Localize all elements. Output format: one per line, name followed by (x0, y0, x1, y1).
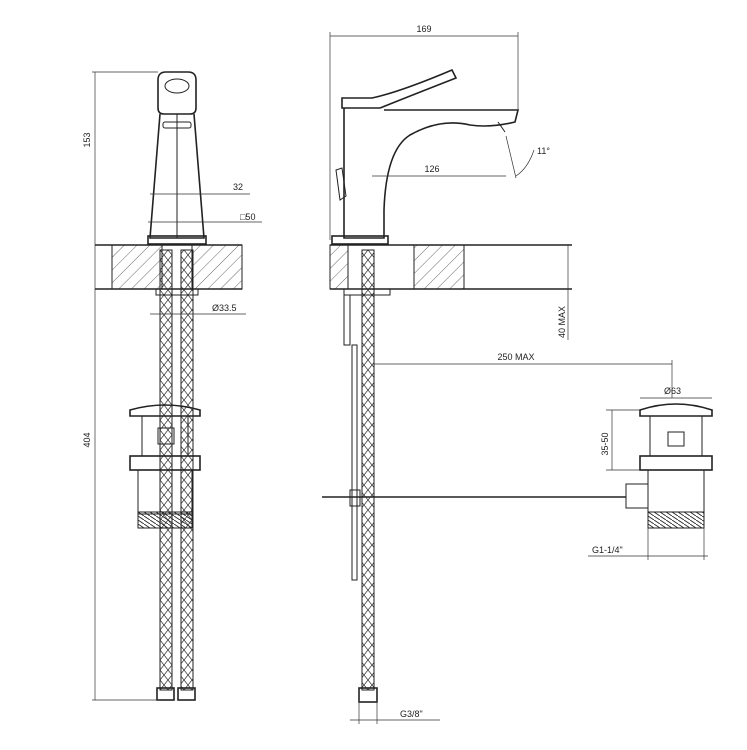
dim-33-5: Ø33.5 (150, 303, 246, 315)
hose-fitting-left (156, 687, 175, 701)
dim-250-max-label: 250 MAX (497, 352, 534, 362)
side-view: 169 126 11° 40 MAX 250 MAX Ø63 35- (322, 24, 713, 724)
deck-section-right-b (413, 244, 465, 290)
dim-50-label: □50 (240, 212, 255, 222)
popup-rod (343, 294, 351, 346)
dim-11-label: 11° (537, 146, 550, 156)
dim-g1-1-4: G1-1/4" (588, 528, 708, 560)
dim-32-label: 32 (233, 182, 243, 192)
front-view: 153 404 32 □50 Ø33.5 (82, 71, 262, 701)
dim-169-label: 169 (416, 24, 431, 34)
dim-404-label: 404 (82, 432, 92, 447)
dim-g1-1-4-label: G1-1/4" (592, 545, 623, 555)
rod-vertical (351, 344, 358, 581)
dim-g3-8-label: G3/8" (400, 709, 423, 719)
dim-153: 153 (82, 71, 158, 245)
rod-clamp (349, 489, 361, 507)
dim-169: 169 (329, 24, 519, 240)
hose-fitting-right (177, 687, 196, 701)
dim-126: 126 (372, 164, 506, 177)
dim-250-max: 250 MAX (374, 352, 672, 365)
deck-section-left-a (111, 244, 163, 290)
dim-32: 32 (150, 182, 250, 195)
spout-side (331, 108, 520, 245)
dim-126-label: 126 (424, 164, 439, 174)
flexible-hose-side (361, 249, 375, 691)
faucet-body-front (147, 113, 207, 245)
waste-valve-front (129, 404, 201, 529)
dim-50: □50 (148, 212, 262, 223)
dim-g3-8: G3/8" (350, 700, 440, 724)
dim-63-label: Ø63 (664, 386, 681, 396)
dim-33-5-label: Ø33.5 (212, 303, 237, 313)
dim-11-deg: 11° (505, 135, 550, 179)
deck-section-left-b (191, 244, 243, 290)
deck-section-right-a (329, 244, 349, 290)
lever-handle-side (341, 68, 458, 109)
dim-35-50-label: 35-50 (600, 432, 610, 455)
dim-40-max-label: 40 MAX (557, 306, 567, 338)
hose-fitting-side (358, 687, 378, 703)
waste-valve-side (625, 403, 713, 529)
dim-40-max: 40 MAX (557, 245, 569, 340)
dim-63: Ø63 (640, 360, 712, 399)
dim-153-label: 153 (82, 132, 92, 147)
fixing-nut (155, 288, 199, 296)
dim-35-50: 35-50 (600, 409, 640, 471)
dim-404: 404 (82, 245, 160, 701)
